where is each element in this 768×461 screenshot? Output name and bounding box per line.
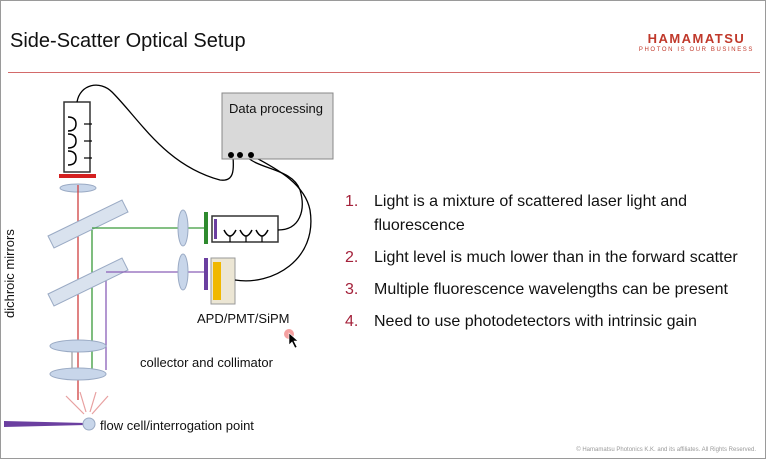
laser-beam (4, 421, 86, 427)
list-item: 1. Light is a mixture of scattered laser … (345, 190, 745, 238)
item-number: 2. (345, 249, 359, 266)
mirrors-label: dichroic mirrors (2, 229, 17, 318)
item-text: Multiple fluorescence wavelengths can be… (374, 281, 728, 298)
top-pmt-box (63, 101, 91, 173)
title-divider (8, 72, 760, 73)
item-number: 3. (345, 281, 359, 298)
data-processing-label: Data processing (229, 101, 323, 116)
lens-green (177, 209, 189, 247)
data-processing-box (221, 92, 334, 160)
item-text: Need to use photodetectors with intrinsi… (374, 313, 697, 330)
item-number: 1. (345, 193, 359, 210)
company-logo: HAMAMATSU PHOTON IS OUR BUSINESS (639, 31, 754, 53)
flow-cell (82, 417, 96, 431)
filter-green (204, 212, 208, 244)
cable-apd (234, 154, 312, 282)
item-text: Light level is much lower than in the fo… (374, 249, 738, 266)
scatter-arrows (65, 391, 109, 415)
list-item: 4. Need to use photodetectors with intrin… (345, 310, 745, 334)
top-pmt-dynodes (67, 116, 77, 166)
copyright-footer: © Hamamatsu Photonics K.K. and its affil… (576, 447, 756, 453)
key-points-list: 1. Light is a mixture of scattered laser … (345, 190, 745, 342)
green-pmt-box (211, 215, 279, 243)
collector-label: collector and collimator (140, 355, 273, 370)
detector-label: APD/PMT/SiPM (197, 311, 290, 326)
collimator-lens (49, 339, 107, 353)
flow-cell-label: flow cell/interrogation point (100, 418, 254, 433)
slide-title: Side-Scatter Optical Setup (10, 30, 246, 52)
cable-top-pmt (76, 84, 235, 181)
filter-purple (204, 258, 208, 290)
item-text: Light is a mixture of scattered laser li… (374, 193, 688, 234)
mouse-cursor (288, 332, 299, 349)
collector-lens (49, 367, 107, 381)
dichroic-mirror-1 (47, 199, 129, 249)
list-item: 3. Multiple fluorescence wavelengths can … (345, 278, 745, 302)
logo-tagline: PHOTON IS OUR BUSINESS (638, 47, 754, 53)
logo-name: HAMAMATSU (647, 31, 746, 46)
top-red-filter (59, 174, 96, 178)
lens-purple (177, 253, 189, 291)
list-item: 2. Light level is much lower than in the … (345, 246, 745, 270)
dichroic-mirror-2 (47, 257, 129, 307)
item-number: 4. (345, 313, 359, 330)
